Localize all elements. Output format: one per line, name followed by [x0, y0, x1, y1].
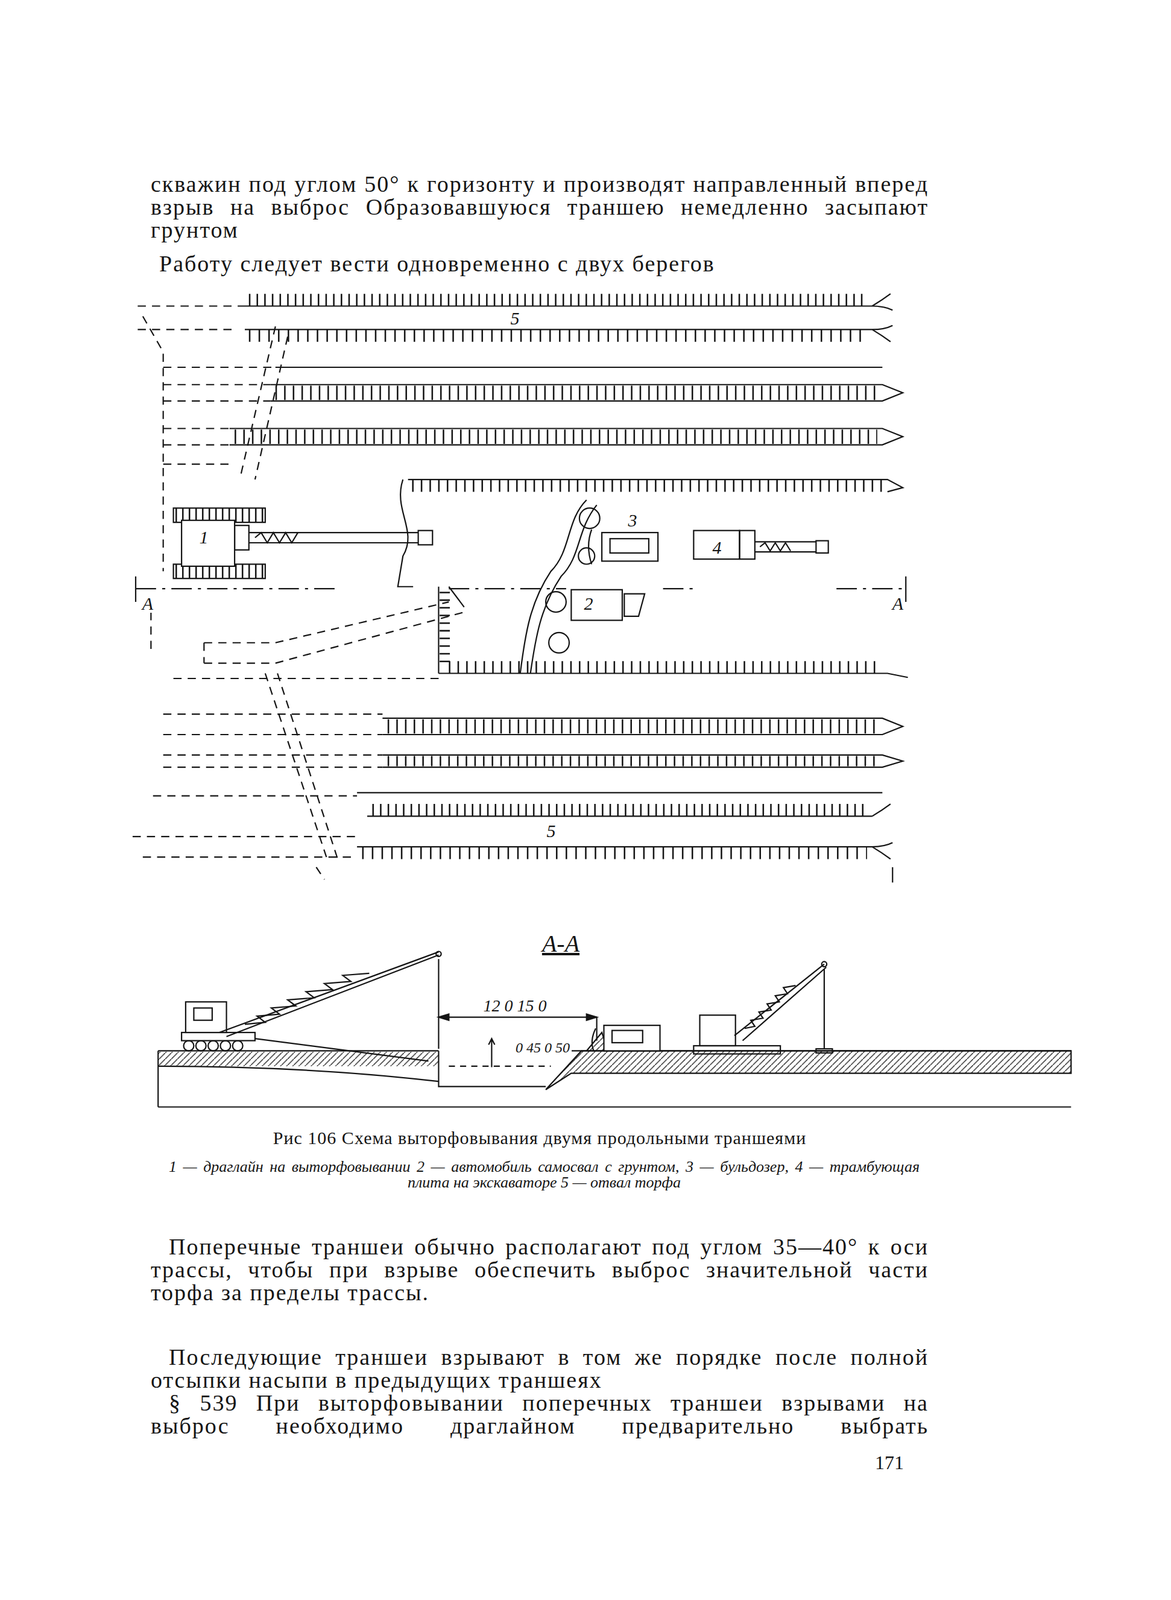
figure-legend: 1 — драглайн на выторфовывании 2 — автом… — [168, 1158, 920, 1191]
dimension-label: 12 0 15 0 — [481, 997, 549, 1015]
callout-number: 4 — [710, 538, 724, 557]
body-paragraph: § 539 При выторфовывании поперечных тран… — [150, 1391, 929, 1437]
callout-number: 1 — [197, 528, 211, 547]
body-paragraph: Работу следует вести одновременно с двух… — [150, 252, 929, 275]
callout-number: 2 — [582, 594, 596, 613]
callout-number: 3 — [626, 511, 640, 530]
section-title: А-А — [540, 931, 582, 956]
body-paragraph: Поперечные траншеи обычно располагают по… — [150, 1234, 929, 1304]
body-paragraph: Последующие траншеи взрывают в том же по… — [150, 1345, 929, 1392]
figure-caption: Рис 106 Схема выторфовывания двумя продо… — [150, 1128, 929, 1147]
page-number: 171 — [873, 1452, 906, 1472]
body-paragraph: скважин под углом 50° к горизонту и прои… — [150, 172, 929, 242]
callout-number: 5 — [545, 821, 558, 840]
dimension-label: 0 45 0 50 — [513, 1040, 572, 1055]
section-mark: А — [890, 594, 906, 613]
callout-number: 5 — [508, 309, 522, 328]
section-mark: А — [140, 594, 155, 613]
